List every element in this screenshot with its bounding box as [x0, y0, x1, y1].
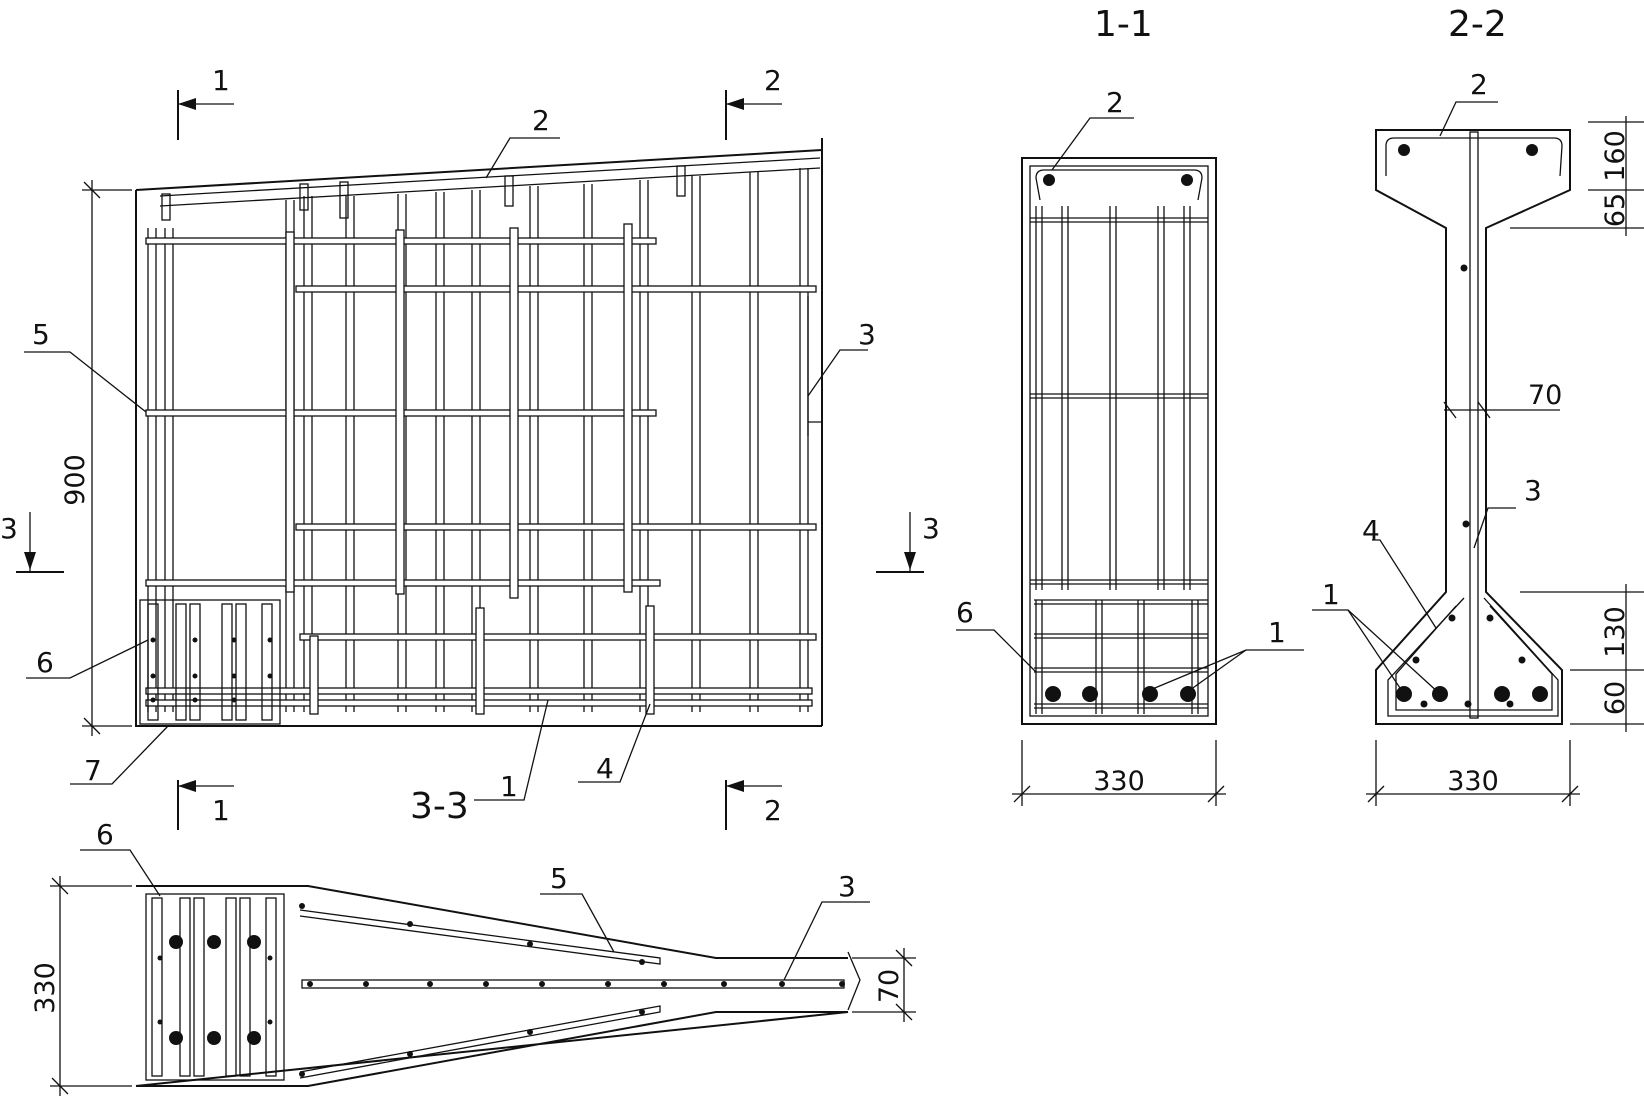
- section-3-3: 3-3: [30, 786, 916, 1096]
- callout-3: 3: [858, 318, 876, 351]
- section-1-1-title: 1-1: [1094, 4, 1153, 45]
- section-2-2-callout-2: 2: [1470, 68, 1488, 101]
- section-3-3-title: 3-3: [410, 786, 469, 827]
- section-2-2-callout-1: 1: [1322, 578, 1340, 611]
- callout-2: 2: [532, 104, 550, 137]
- callout-4: 4: [596, 752, 614, 785]
- cut-1-label-top: 1: [212, 64, 230, 97]
- section-1-1-outline: [1021, 157, 1217, 725]
- end-anchor-zone: [139, 599, 281, 725]
- section-1-1-width-text: 330: [1093, 766, 1145, 797]
- cut-3-label-right: 3: [922, 512, 940, 545]
- callout-7: 7: [84, 754, 102, 787]
- elevation-view: 2 3 5 6 7 1 4 900 1 1: [0, 64, 940, 830]
- section-1-1-width-dim: 330: [1012, 740, 1226, 806]
- cut-mark-2: 2 2: [725, 64, 782, 830]
- section-2-2-callout-3: 3: [1524, 474, 1542, 507]
- section-3-3-callout-6: 6: [96, 818, 114, 851]
- section-3-3-outline: [135, 885, 849, 1087]
- section-3-3-width-dim: 330: [30, 876, 132, 1096]
- section-3-3-callout-3: 3: [838, 870, 856, 903]
- section-3-3-web-dim: 70: [852, 948, 916, 1022]
- section-1-1: 1-1: [956, 4, 1304, 806]
- cut-2-label-bottom: 2: [764, 794, 782, 827]
- section-1-1-callout-6: 6: [956, 596, 974, 629]
- dim-65: 65: [1600, 193, 1631, 227]
- height-dim-text: 900: [60, 454, 91, 506]
- cut-3-label-left: 3: [0, 512, 18, 545]
- section-3-3-width-text: 330: [30, 962, 61, 1014]
- section-1-1-callout-2: 2: [1106, 86, 1124, 119]
- dim-130: 130: [1600, 606, 1631, 658]
- callout-6: 6: [36, 646, 54, 679]
- cut-mark-1: 1 1: [177, 64, 234, 830]
- cut-mark-3: 3 3: [0, 512, 940, 573]
- section-2-2-width-dim: 330: [1366, 740, 1580, 806]
- section-2-2: 2-2 2 3 4 1 70: [1312, 4, 1644, 806]
- elevation-outline: [135, 138, 823, 727]
- section-2-2-outline: [1375, 129, 1571, 725]
- dim-160: 160: [1600, 130, 1631, 182]
- section-3-3-web-text: 70: [874, 969, 905, 1003]
- callout-5: 5: [32, 318, 50, 351]
- section-2-2-web-dim: 70: [1528, 380, 1562, 411]
- callout-1: 1: [500, 770, 518, 803]
- cut-2-label-top: 2: [764, 64, 782, 97]
- cut-1-label-bottom: 1: [212, 794, 230, 827]
- dim-60: 60: [1600, 681, 1631, 715]
- section-2-2-width-text: 330: [1447, 766, 1499, 797]
- elevation-leaders: [24, 137, 868, 801]
- section-1-1-callout-1: 1: [1268, 616, 1286, 649]
- elevation-callouts: 2 3 5 6 7 1 4: [32, 104, 876, 803]
- section-3-3-callout-5: 5: [550, 862, 568, 895]
- section-2-2-height-dims: 160 65 130 60: [1510, 116, 1644, 732]
- height-dimension: 900: [60, 180, 132, 736]
- section-2-2-callout-4: 4: [1362, 514, 1380, 547]
- tall-bars: [285, 223, 655, 715]
- section-2-2-title: 2-2: [1448, 4, 1507, 45]
